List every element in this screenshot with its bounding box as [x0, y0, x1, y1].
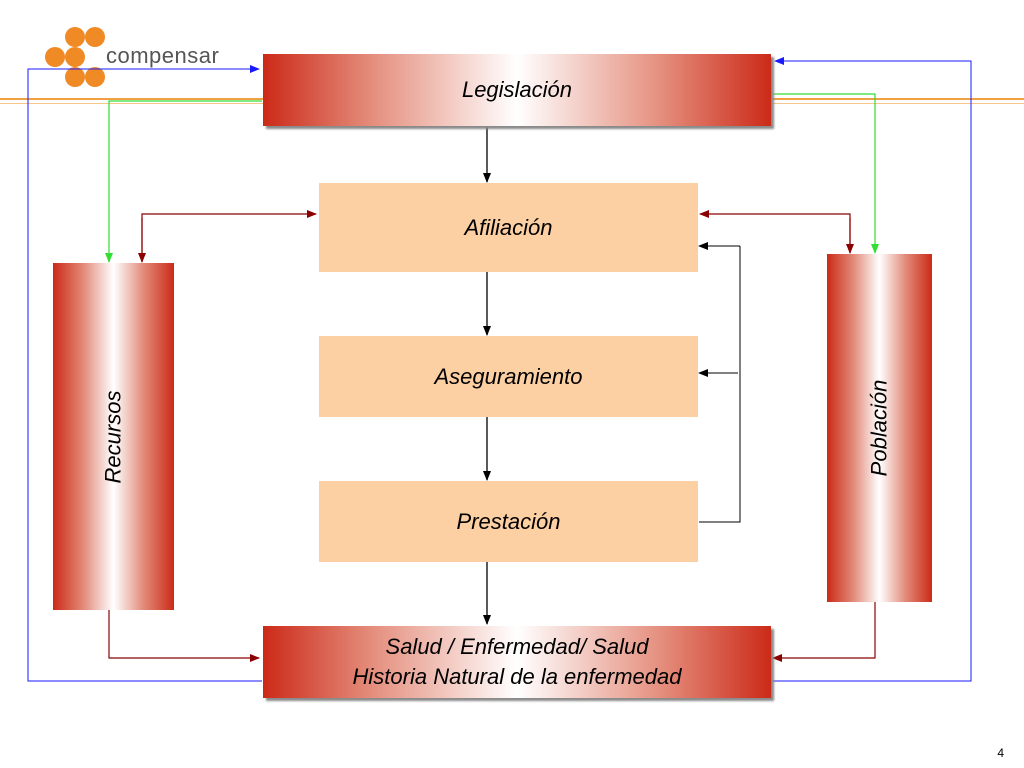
- salud-box: Salud / Enfermedad/ Salud Historia Natur…: [263, 626, 771, 698]
- afiliacion-box: Afiliación: [319, 183, 698, 272]
- salud-label-line1: Salud / Enfermedad/ Salud: [385, 634, 649, 659]
- legislacion-box: Legislación: [263, 54, 771, 126]
- prestacion-box: Prestación: [319, 481, 698, 562]
- aseguramiento-box: Aseguramiento: [319, 336, 698, 417]
- arrow-recursos-afiliacion: [141, 210, 317, 262]
- arrow-poblacion-salud: [772, 602, 876, 662]
- prestacion-label: Prestación: [456, 508, 561, 534]
- legislacion-label: Legislación: [461, 77, 573, 102]
- poblacion-box: Población: [827, 254, 932, 602]
- arrow-legislacion-poblacion: [773, 93, 879, 254]
- salud-label-line2: Historia Natural de la enfermedad: [352, 664, 682, 689]
- afiliacion-label: Afiliación: [464, 214, 553, 240]
- feedback-loop-line: [699, 246, 741, 523]
- arrow-salud-legislacion-left: [27, 65, 262, 682]
- compensar-logo-icon: [45, 27, 105, 87]
- poblacion-label: Población: [866, 379, 892, 477]
- page-number: 4: [997, 746, 1004, 760]
- arrow-recursos-salud: [108, 610, 260, 662]
- arrow-legislacion-recursos: [105, 100, 262, 263]
- arrow-salud-legislacion-right: [773, 57, 972, 682]
- aseguramiento-label: Aseguramiento: [434, 363, 583, 389]
- logo-text: compensar: [106, 43, 220, 68]
- recursos-box: Recursos: [53, 263, 174, 610]
- recursos-label: Recursos: [100, 390, 126, 483]
- arrow-poblacion-afiliacion: [699, 210, 851, 253]
